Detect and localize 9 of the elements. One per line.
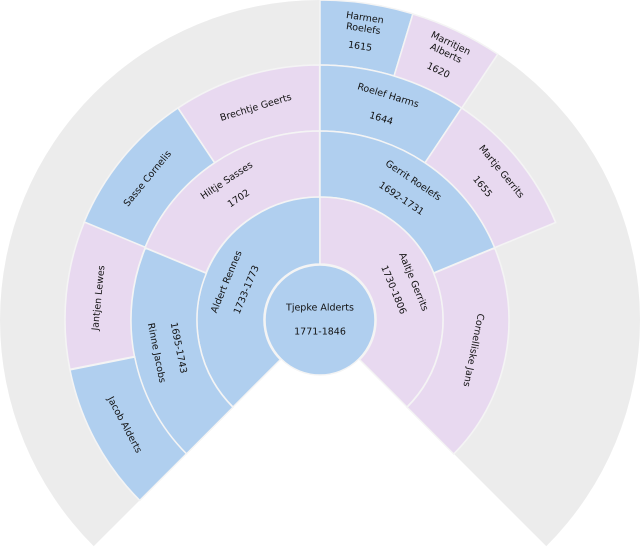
life-dates: 1620 [424,60,452,82]
person-name: Harmen Roelefs [344,8,386,40]
person-name: Tjepke Alderts [286,302,354,314]
person-name: Roelef Harms [356,81,420,111]
life-dates: 1615 [348,40,374,55]
person-name: Jantjen Lewes [90,265,108,332]
person-name: Rinne Jacobs [144,322,168,384]
life-dates: 1644 [368,110,394,128]
life-dates: 1771-1846 [294,326,346,338]
